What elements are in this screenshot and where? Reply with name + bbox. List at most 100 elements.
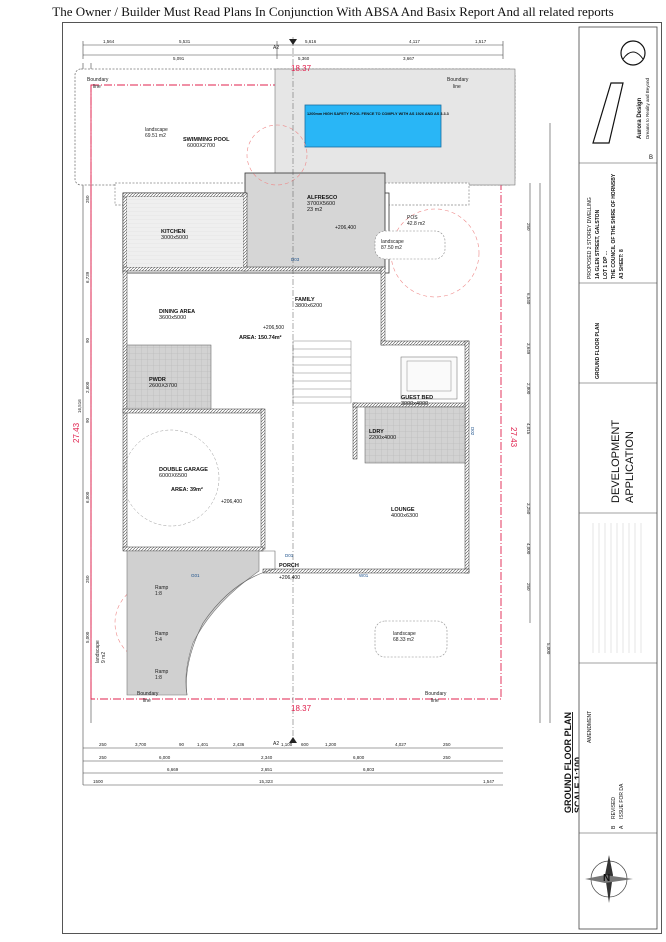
landscape-4-area: 9 m2 [101, 652, 107, 663]
revision-header: AMENDMENT [587, 711, 593, 743]
ramp-2-ratio: 1:4 [155, 637, 162, 643]
ramp-3-ratio: 1:8 [155, 675, 162, 681]
room-garage-area: AREA: 39m² [171, 486, 203, 493]
dim-left-d: 2,600 [85, 381, 90, 393]
dim-bot-3b: 2,651 [261, 767, 273, 772]
room-guest-size: 3000x4000 [401, 401, 428, 407]
dim-top-2b: 5,360 [298, 56, 310, 61]
dim-top-1c: 5,616 [305, 39, 317, 44]
room-lounge-size: 4000x6300 [391, 513, 418, 519]
dim-bot-4b: 15,323 [259, 779, 273, 784]
site-width-bottom: 18.37 [291, 704, 312, 713]
room-alfresco-size: 3700X5600 [307, 201, 335, 207]
dim-bot-1h: 1,200 [325, 742, 337, 747]
dim-top-1e: 1,517 [475, 39, 487, 44]
dim-bot-2b: 6,000 [159, 755, 171, 760]
drawing-sheet: 1,564 5,531 5,616 4,117 1,517 5,091 5,36… [62, 22, 662, 934]
rev-letter-top: B [649, 155, 653, 161]
ground-floor-plan: 1,564 5,531 5,616 4,117 1,517 5,091 5,36… [72, 26, 658, 930]
boundary-sub-tl: line [93, 84, 101, 90]
tag-d02: D02 [470, 427, 475, 436]
project-label: PROPOSED 2 STOREY DWELLING [587, 197, 593, 279]
dim-bot-1a: 250 [99, 742, 107, 747]
dim-bot-1j: 250 [443, 742, 451, 747]
landscape-2-area: 87.50 m2 [381, 245, 402, 251]
site-depth-right: 27.43 [509, 427, 518, 448]
dim-bot-4a: 1500 [93, 779, 104, 784]
level-garage: +206,400 [221, 499, 242, 505]
tag-d01: D01 [285, 553, 294, 558]
revision-b-rev: B [611, 825, 617, 829]
dim-right-g: 4,000 [526, 543, 531, 555]
dim-top-2a: 5,091 [173, 56, 185, 61]
room-alfresco-area: 23 m2 [307, 207, 322, 213]
dim-bot-3a: 6,669 [167, 767, 179, 772]
boundary-label-br: Boundary [425, 691, 447, 697]
dim-bot-2d: 6,800 [353, 755, 365, 760]
tag-d03: D03 [291, 257, 300, 262]
application-line2: APPLICATION [624, 431, 636, 503]
room-lounge-name: LOUNGE [391, 507, 415, 513]
dim-bot-2a: 250 [99, 755, 107, 760]
revision-a-note: ISSUE FOR DA [619, 783, 625, 819]
dim-bot-1g: 600 [301, 742, 309, 747]
council-name: THE COUNCIL OF THE SHIRE OF HORNSBY [611, 173, 617, 279]
room-pwdr-size: 2600X3700 [149, 383, 177, 389]
landscape-1-area: 69.51 m2 [145, 133, 166, 139]
boundary-label-tr: Boundary [447, 77, 469, 83]
dim-right-i: 5,000 [546, 643, 551, 655]
company-tagline: Dreams to Reality and Beyond [645, 77, 650, 139]
dim-right-h: 250 [526, 583, 531, 591]
plan-title: GROUND FLOOR PLAN [563, 712, 573, 813]
dim-bot-1b: 3,700 [135, 742, 147, 747]
boundary-sub-tr: line [453, 84, 461, 90]
boundary-sub-bl: line [143, 698, 151, 704]
dim-left-b: 6,739 [85, 271, 90, 283]
company-logo [592, 40, 646, 144]
room-family-name: FAMILY [295, 297, 315, 303]
site-depth-left: 27.43 [72, 422, 81, 443]
revision-a-rev: A [619, 825, 625, 829]
landscape-4-label: landscape [95, 640, 101, 663]
dim-left-h: 5,000 [85, 631, 90, 643]
dim-left-c: 90 [85, 337, 90, 343]
site-width-top: 18.37 [291, 64, 312, 73]
dim-left-a: 250 [85, 195, 90, 203]
section-arrow-icon [289, 39, 297, 45]
room-pwdr-name: PWDR [149, 377, 166, 383]
dim-left-g: 250 [85, 575, 90, 583]
room-dining-size: 3600x5000 [159, 315, 186, 321]
north-compass-icon [585, 855, 633, 903]
dim-right-d: 2,800 [526, 383, 531, 395]
section-marker-top: A2 [273, 45, 279, 51]
room-guest-name: GUEST BED [401, 395, 433, 401]
room-family-size: 3800x6200 [295, 303, 322, 309]
compass-letter: N [603, 873, 610, 884]
dim-top-2c: 3,667 [403, 56, 415, 61]
plan-notice: The Owner / Builder Must Read Plans In C… [52, 4, 614, 19]
room-kitchen-size: 3000x5000 [161, 235, 188, 241]
room-dining-name: DINING AREA [159, 309, 195, 315]
revision-b-note: REVISED [611, 797, 617, 819]
dim-right-c: 3,649 [526, 343, 531, 355]
sheet-number: A3 SHEET: 8 [619, 249, 625, 279]
room-garage-name: DOUBLE GARAGE [159, 467, 208, 473]
section-marker-bottom: A2 [273, 741, 279, 747]
section-arrow-icon [289, 737, 297, 743]
level-alfresco: +206,400 [335, 225, 356, 231]
pos-area: 42.8 m2 [407, 221, 425, 227]
level-family: +206,500 [263, 325, 284, 331]
ramp-3-label: Ramp [155, 669, 169, 675]
dim-right-a: 250 [526, 223, 531, 231]
dim-bot-3c: 6,803 [363, 767, 375, 772]
room-pool-name: SWIMMING POOL [183, 137, 230, 143]
landscape-1-label: landscape [145, 127, 168, 133]
dim-right-f: 3,250 [526, 503, 531, 515]
dim-top-1b: 5,531 [179, 39, 191, 44]
ramp-1-ratio: 1:8 [155, 591, 162, 597]
dim-left-total: 16,516 [77, 399, 82, 413]
address-1: 1A GLEN STREET, GALSTON [595, 209, 601, 279]
dim-bot-1c: 90 [179, 742, 185, 747]
dim-left-e: 90 [85, 417, 90, 423]
level-porch: +206,400 [279, 575, 300, 581]
